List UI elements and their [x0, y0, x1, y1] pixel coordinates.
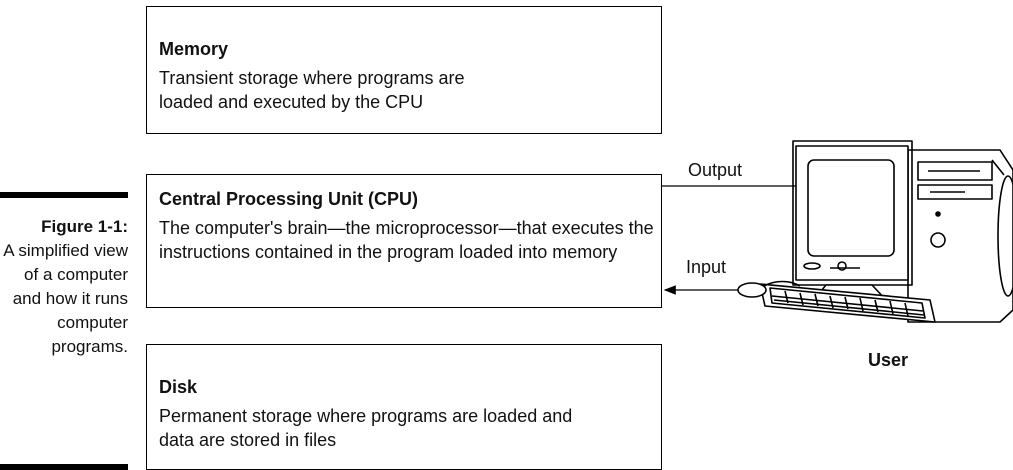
disk-description: Permanent storage where programs are loa… [159, 406, 573, 450]
cpu-description: The computer's brain—the microprocessor—… [159, 218, 654, 262]
tower-case [907, 149, 1013, 323]
figure-caption-label: Figure 1-1: [41, 217, 128, 236]
caption-rule-top [0, 192, 128, 198]
memory-description: Transient storage where programs are loa… [159, 68, 465, 112]
output-label: Output [688, 160, 743, 180]
figure-caption-text: A simplified view of a computer and how … [3, 241, 128, 356]
disk-title: Disk [159, 377, 198, 397]
figure-caption: Figure 1-1: A simplified view of a compu… [0, 215, 128, 359]
cpu-box: Central Processing Unit (CPU) The comput… [146, 174, 662, 308]
memory-title: Memory [159, 39, 229, 59]
input-label: Input [686, 257, 727, 277]
user-label: User [868, 350, 909, 370]
monitor [792, 140, 913, 303]
keyboard [759, 283, 936, 323]
mouse [737, 280, 801, 298]
disk-box: Disk Permanent storage where programs ar… [146, 344, 662, 470]
desktop-computer-icon [737, 140, 1013, 323]
memory-box: Memory Transient storage where programs … [146, 6, 662, 134]
cpu-title: Central Processing Unit (CPU) [159, 189, 419, 209]
caption-rule-bottom [0, 464, 128, 470]
